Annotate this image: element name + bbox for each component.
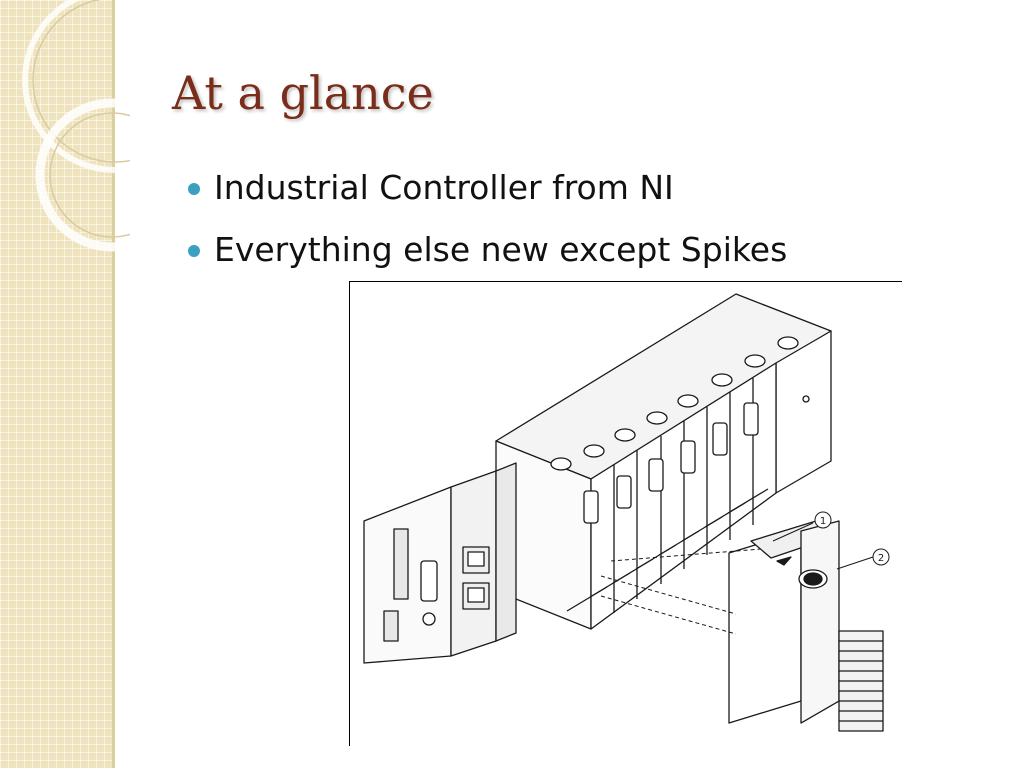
decorative-circles [22,0,130,252]
bullet-item: Everything else new except Spikes [188,226,787,288]
bullet-icon [188,183,200,195]
bullet-text: Everything else new except Spikes [214,230,788,269]
bullet-item: Industrial Controller from NI [188,164,787,226]
controller-figure: 1 2 [349,281,902,746]
bullet-icon [188,245,200,257]
controller-illustration: 1 2 [363,293,890,732]
bullet-list: Industrial Controller from NI Everything… [188,164,787,288]
sidebar-edge [112,0,115,768]
callout-2: 2 [878,553,884,564]
bullet-text: Industrial Controller from NI [214,168,674,207]
callout-1: 1 [820,516,826,527]
slide-title: At a glance [172,66,434,120]
